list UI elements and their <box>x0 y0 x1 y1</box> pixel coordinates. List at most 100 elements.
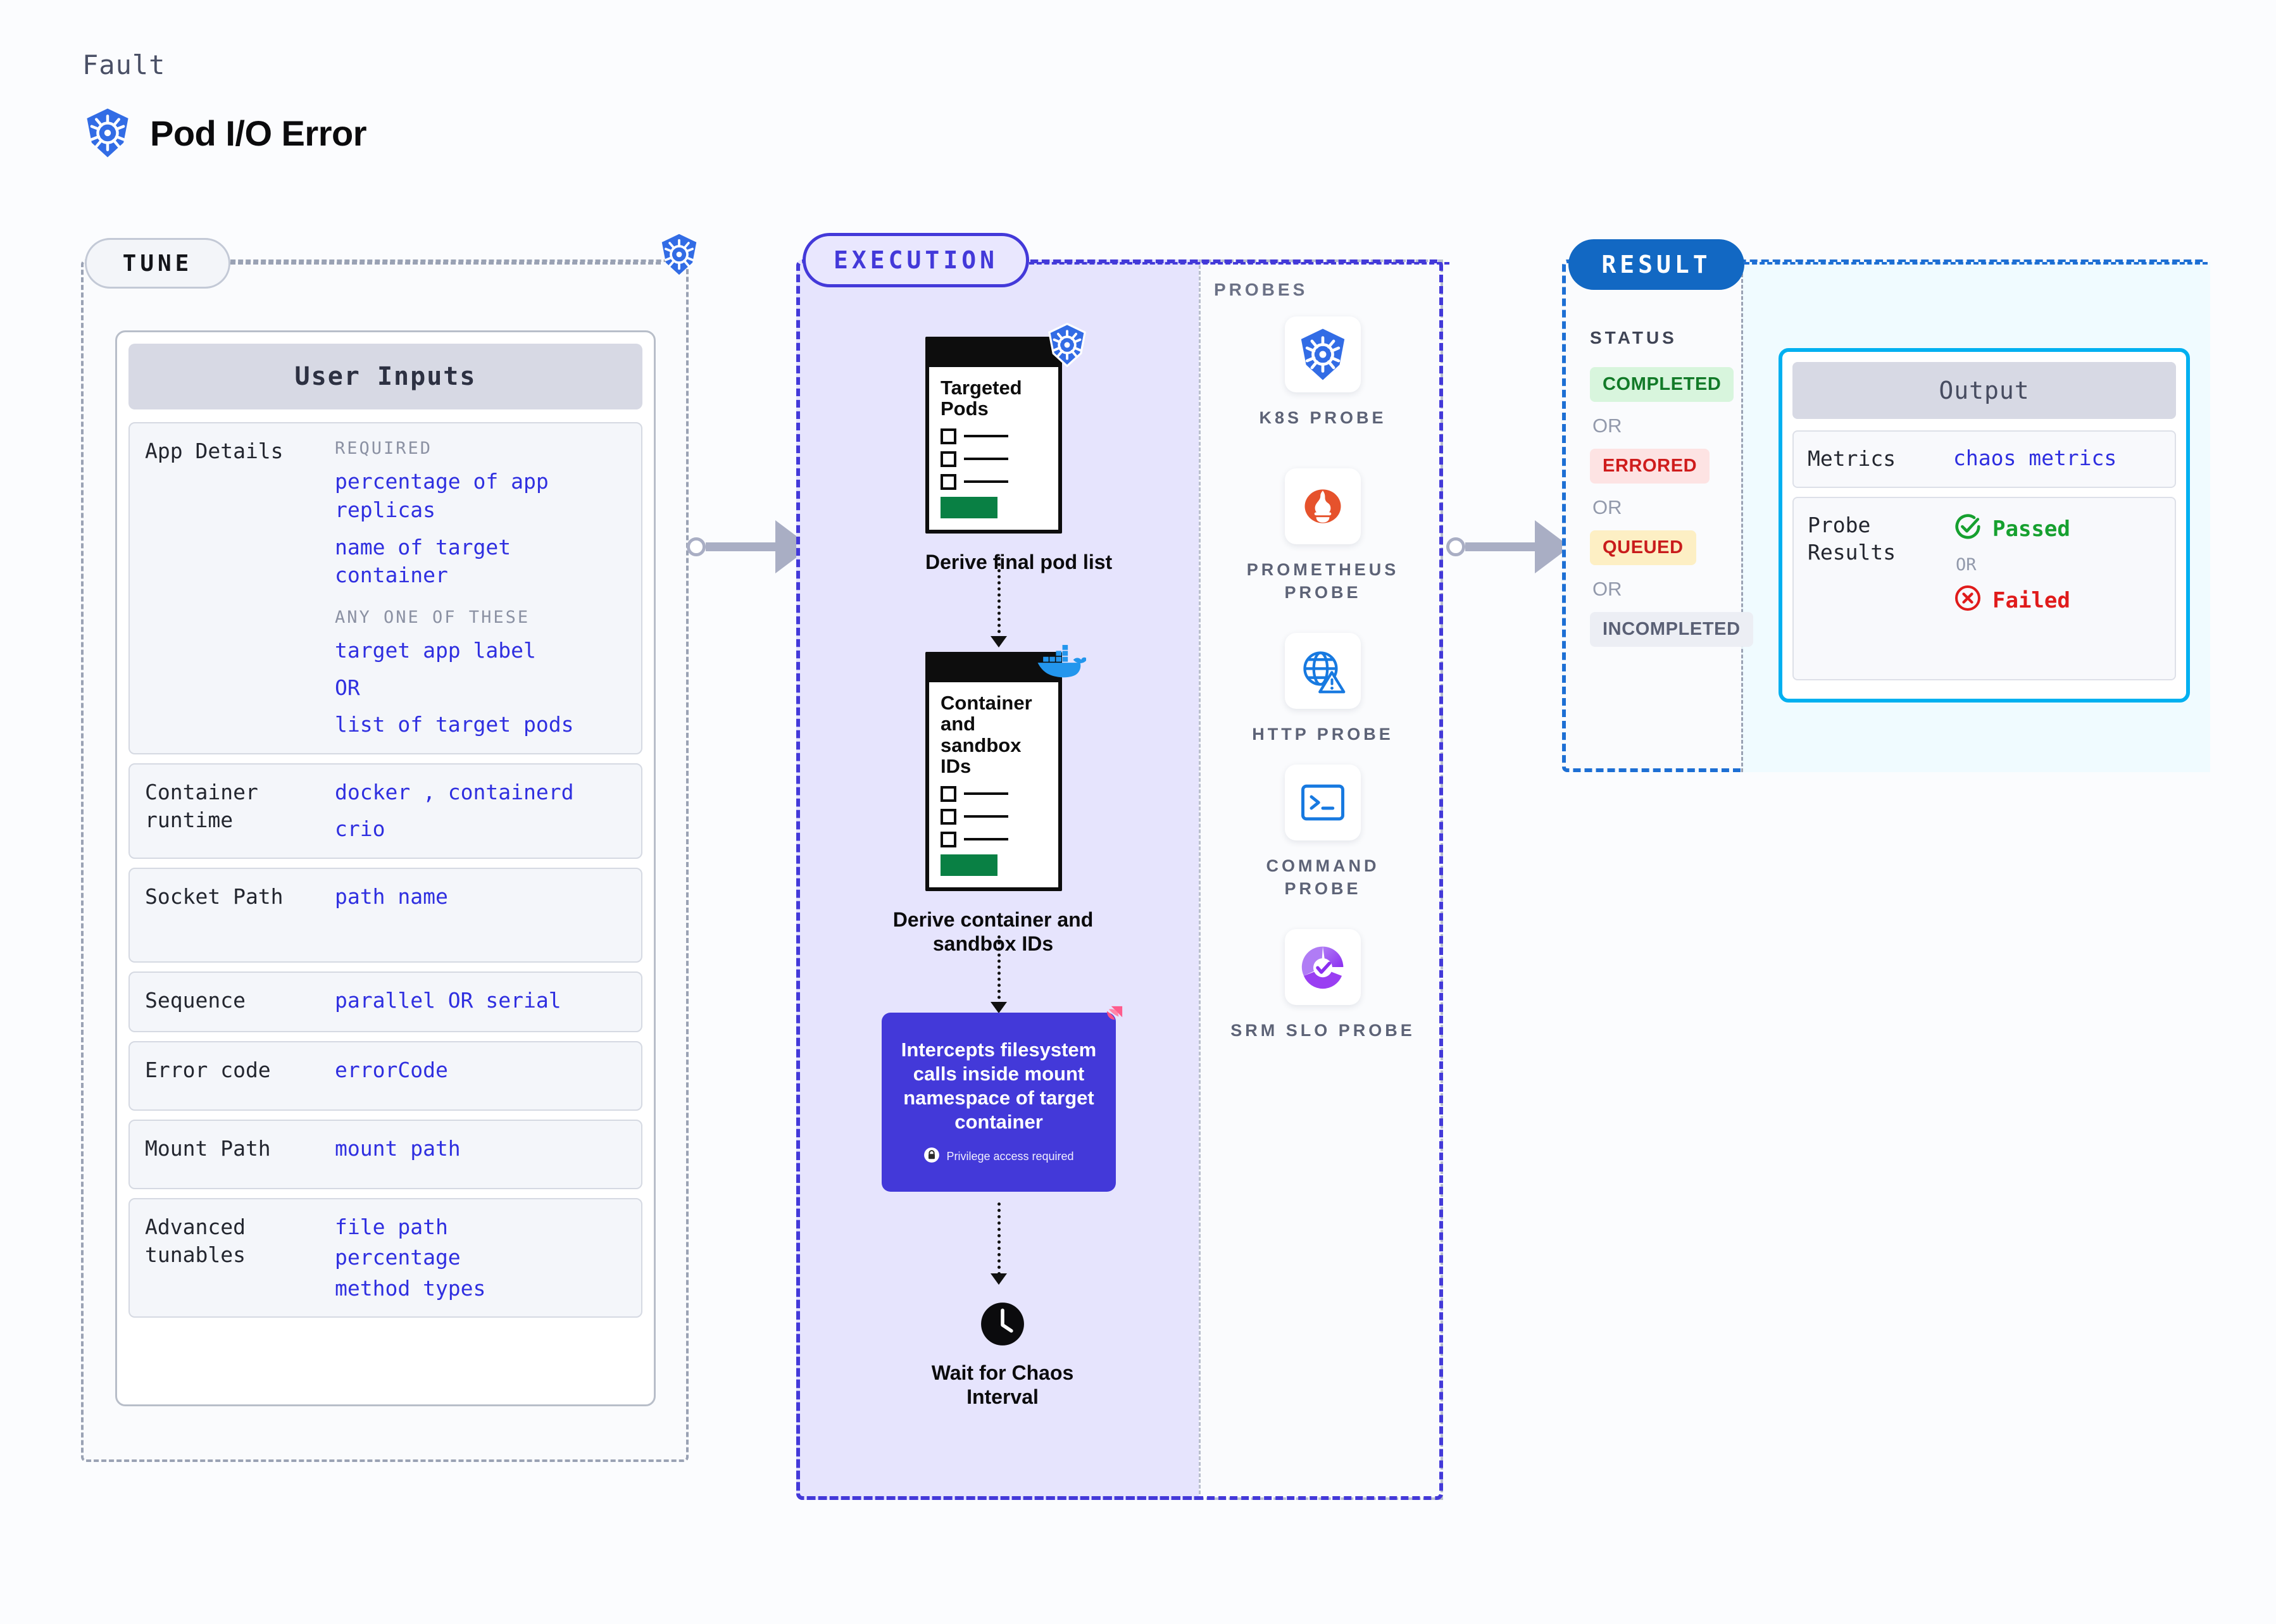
document-list-item <box>941 808 1049 825</box>
value-item: method types <box>335 1275 486 1301</box>
tune-row-value: parallel OR serial <box>335 987 561 1013</box>
document-list-item <box>941 451 1049 467</box>
probe-http[interactable]: HTTP PROBE <box>1228 633 1418 746</box>
lock-icon <box>923 1147 940 1166</box>
checkbox-icon <box>941 451 956 467</box>
tune-row-socket-path: Socket Path path name <box>128 867 642 963</box>
output-row-key: Metrics <box>1808 446 1896 471</box>
value-item: docker , containerd <box>335 779 574 804</box>
result-pill[interactable]: RESULT <box>1568 239 1744 290</box>
tune-row-value: file path percentage method types <box>335 1213 626 1303</box>
tune-row-value: path name <box>335 884 448 909</box>
or-label: OR <box>1592 415 1622 437</box>
privilege-note: Privilege access required <box>923 1147 1074 1166</box>
tune-pill-dash <box>230 262 661 265</box>
execution-node-container-ids: Container and sandbox IDs <box>893 645 1097 956</box>
chaos-icon <box>1088 1004 1125 1044</box>
tune-row-key: Container runtime <box>145 779 258 833</box>
value-item: file path <box>335 1214 448 1239</box>
checkbox-icon <box>941 785 956 802</box>
tune-row-value: REQUIRED percentage of app replicas name… <box>335 437 626 739</box>
failed-label: Failed <box>1992 587 2070 613</box>
flow-arrow-line <box>997 1202 1001 1275</box>
node-caption: Derive container and sandbox IDs <box>892 908 1094 956</box>
fault-eyebrow: Fault <box>82 49 166 80</box>
checkbox-icon <box>941 428 956 444</box>
kubernetes-icon <box>84 108 131 158</box>
value-or: OR <box>335 675 360 700</box>
value-item: percentage of app replicas <box>335 469 549 522</box>
line-placeholder <box>964 792 1008 796</box>
status-list: COMPLETED OR ERRORED OR QUEUED OR INCOMP… <box>1590 367 1753 647</box>
document-card: Container and sandbox IDs <box>925 645 1087 891</box>
probe-k8s[interactable]: K8S PROBE <box>1228 316 1418 429</box>
output-row-probe-results: Probe Results Passed OR <box>1792 496 2176 680</box>
checkbox-icon <box>941 808 956 825</box>
value-item: percentage <box>335 1245 461 1270</box>
probe-result-failed: Failed <box>1953 584 2161 618</box>
probe-command[interactable]: COMMAND PROBE <box>1228 765 1418 901</box>
document-title: Container and sandbox IDs <box>941 692 1032 778</box>
document-title: Targeted Pods <box>941 377 1022 420</box>
status-badge-completed: COMPLETED <box>1590 367 1734 402</box>
output-row-metrics: Metrics chaos metrics <box>1792 430 2176 488</box>
tune-row-key: Error code <box>145 1057 271 1082</box>
globe-warning-icon <box>1285 633 1361 709</box>
connector-line <box>1465 542 1536 551</box>
probe-srm-slo[interactable]: SRM SLO PROBE <box>1228 929 1418 1042</box>
flow-arrow-head <box>991 1002 1007 1013</box>
tune-row-key: App Details <box>145 439 284 463</box>
flow-arrow-head <box>991 636 1007 647</box>
node-caption: Wait for Chaos Interval <box>931 1361 1074 1409</box>
action-text: Intercepts filesystem calls inside mount… <box>901 1039 1097 1133</box>
output-card: Output Metrics chaos metrics Probe Resul… <box>1779 348 2190 703</box>
line-placeholder <box>964 435 1008 438</box>
flow-arrow-line <box>997 935 1001 1005</box>
tune-row-key: Socket Path <box>145 884 284 909</box>
checkbox-icon <box>941 831 956 847</box>
probe-prometheus[interactable]: PROMETHEUS PROBE <box>1228 468 1418 604</box>
tune-pill[interactable]: TUNE <box>85 238 230 289</box>
group-caption-any-one: ANY ONE OF THESE <box>335 607 530 627</box>
execution-node-wait: Wait for Chaos Interval <box>932 1301 1073 1409</box>
user-inputs-title: User Inputs <box>128 344 642 409</box>
output-row-value: chaos metrics <box>1953 446 2117 470</box>
docker-icon <box>1037 642 1087 683</box>
output-row-value: Passed OR Failed <box>1953 512 2161 665</box>
status-badge-queued: QUEUED <box>1590 530 1696 565</box>
tune-row-value: mount path <box>335 1135 461 1161</box>
tune-row-app-details: App Details REQUIRED percentage of app r… <box>128 422 642 754</box>
probe-label: HTTP PROBE <box>1252 725 1394 744</box>
tune-row-value: errorCode <box>335 1057 448 1082</box>
value-item: target app label <box>335 638 536 663</box>
or-label: OR <box>1592 496 1622 518</box>
tune-kubernetes-icon <box>660 233 699 279</box>
kubernetes-icon <box>1285 316 1361 392</box>
document-header-bar <box>929 340 1058 367</box>
group-caption-required: REQUIRED <box>335 439 433 458</box>
fault-title-row: Pod I/O Error <box>84 108 367 158</box>
status-badge-incompleted: INCOMPLETED <box>1590 612 1753 647</box>
or-label: OR <box>1592 578 1622 600</box>
node-caption: Derive final pod list <box>925 550 1113 573</box>
execution-pill[interactable]: EXECUTION <box>803 233 1029 287</box>
passed-label: Passed <box>1992 516 2070 542</box>
probe-label: PROMETHEUS PROBE <box>1246 560 1399 603</box>
document-body: Targeted Pods <box>929 367 1058 530</box>
connector-start-dot <box>687 537 706 556</box>
document-list-item <box>941 785 1049 802</box>
tune-row-key: Advanced tunables <box>145 1214 246 1268</box>
document-body: Container and sandbox IDs <box>929 682 1058 887</box>
execution-action-box: Intercepts filesystem calls inside mount… <box>882 1006 1123 1192</box>
tune-row-error-code: Error code errorCode <box>128 1040 642 1111</box>
probe-label: SRM SLO PROBE <box>1230 1021 1415 1040</box>
x-circle-icon <box>1953 584 1982 618</box>
value-item: crio <box>335 816 385 842</box>
probe-label: COMMAND PROBE <box>1266 856 1380 899</box>
line-placeholder <box>964 838 1008 841</box>
document-header-bar <box>929 656 1058 682</box>
document-list-item <box>941 428 1049 444</box>
output-row-key: Probe Results <box>1808 512 1896 565</box>
output-title: Output <box>1792 362 2176 419</box>
page-title: Pod I/O Error <box>150 113 367 153</box>
